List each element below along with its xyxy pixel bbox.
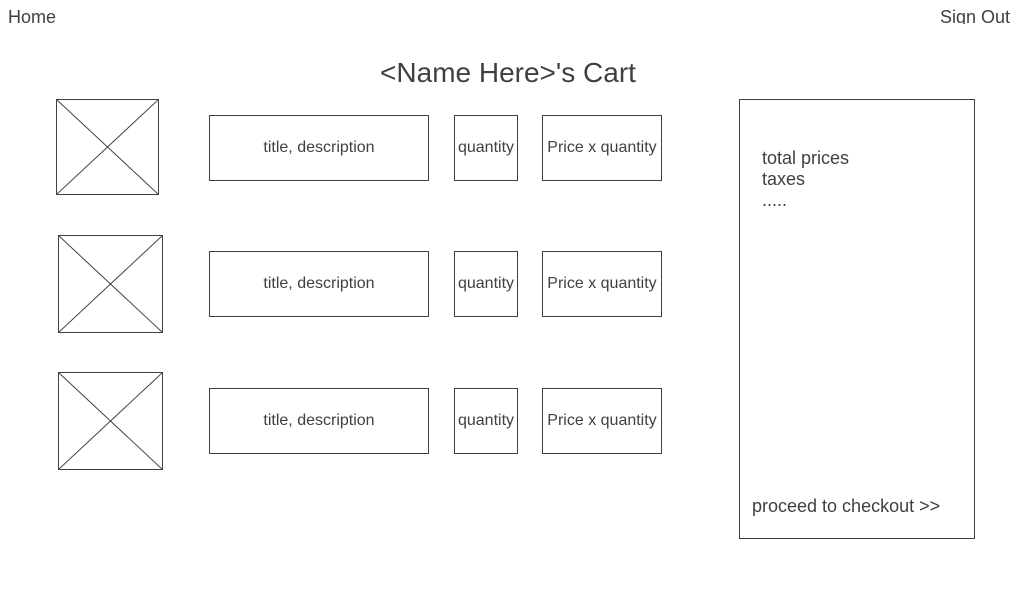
item-price: Price x quantity	[542, 115, 662, 181]
summary-more: .....	[762, 190, 788, 210]
cart-item-row: title, description quantity Price x quan…	[0, 372, 700, 472]
summary-lines: total prices taxes .....	[762, 148, 849, 211]
item-price: Price x quantity	[542, 251, 662, 317]
page-title: <Name Here>'s Cart	[380, 57, 636, 88]
item-title-description: title, description	[209, 115, 429, 181]
order-summary-panel: total prices taxes ..... proceed to chec…	[739, 99, 975, 539]
item-quantity[interactable]: quantity	[454, 388, 518, 454]
image-placeholder-icon	[56, 99, 159, 195]
item-price: Price x quantity	[542, 388, 662, 454]
item-title-description: title, description	[209, 251, 429, 317]
image-placeholder-icon	[58, 235, 163, 333]
summary-taxes: taxes	[762, 169, 806, 189]
home-link[interactable]: Home	[8, 7, 57, 27]
sign-out-link[interactable]: Sign Out	[939, 7, 1010, 24]
item-quantity[interactable]: quantity	[454, 115, 518, 181]
cart-item-row: title, description quantity Price x quan…	[0, 99, 700, 199]
item-title-description: title, description	[209, 388, 429, 454]
cart-item-row: title, description quantity Price x quan…	[0, 235, 700, 335]
item-quantity[interactable]: quantity	[454, 251, 518, 317]
proceed-to-checkout-link[interactable]: proceed to checkout >>	[752, 496, 941, 516]
summary-total-prices: total prices	[762, 148, 850, 168]
image-placeholder-icon	[58, 372, 163, 470]
